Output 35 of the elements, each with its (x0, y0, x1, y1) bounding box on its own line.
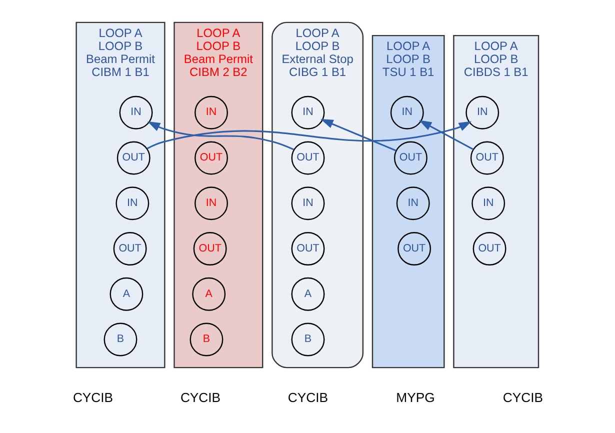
node-circle: IN (390, 96, 424, 130)
node-label: CYCIB (72, 390, 113, 405)
node-circle: A (290, 277, 324, 311)
node-circle: IN (290, 96, 324, 130)
node-circle: IN (194, 186, 228, 220)
node-circle: IN (118, 96, 152, 130)
node-circle: OUT (194, 141, 228, 175)
node-label: CYCIB (287, 390, 328, 405)
node-label: MYPG (396, 390, 434, 405)
node-circle: IN (471, 186, 505, 220)
node-circle: OUT (112, 232, 146, 266)
node-circle: OUT (290, 141, 324, 175)
node-label: CYCIB (180, 390, 220, 405)
node-circle: OUT (192, 232, 226, 266)
node-circle: IN (290, 186, 324, 220)
node-label: CYCIB (502, 390, 543, 405)
node-circle: OUT (394, 141, 427, 175)
node-circle: OUT (290, 232, 324, 266)
arrow (146, 121, 294, 150)
node-circle: B (189, 322, 223, 356)
node-circle: IN (465, 96, 499, 130)
node-circle: B (290, 322, 324, 356)
arrow (418, 120, 474, 150)
node-circle: OUT (470, 141, 504, 175)
node-circle: A (192, 277, 226, 311)
arrow (146, 121, 472, 150)
node-circle: B (103, 322, 137, 356)
node-circle: OUT (397, 232, 431, 266)
node-circle: A (109, 277, 143, 311)
node-circle: IN (115, 186, 149, 220)
node-circle: IN (396, 186, 430, 220)
node-circle: OUT (116, 141, 150, 175)
node-circle: OUT (472, 232, 506, 266)
arrow (320, 119, 396, 152)
node-circle: IN (194, 96, 228, 130)
